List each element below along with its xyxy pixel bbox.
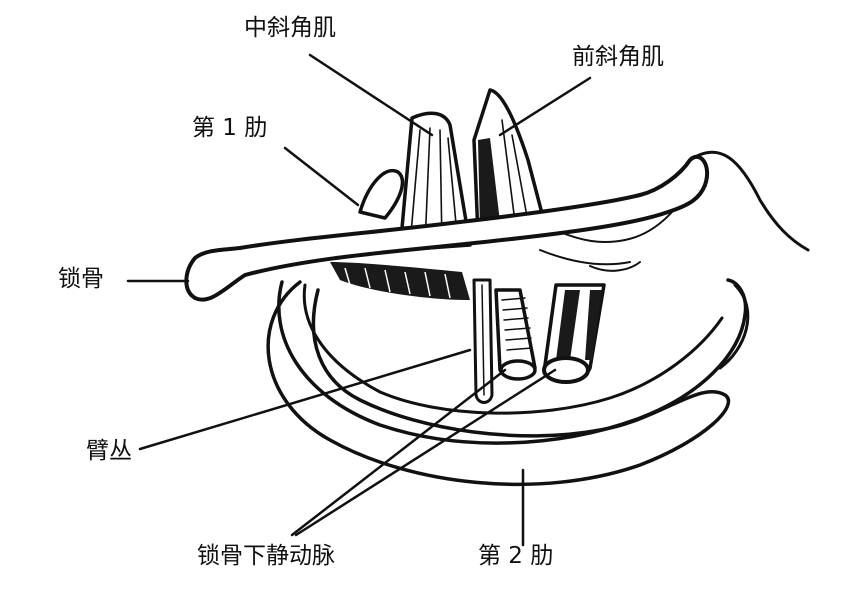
first-rib bbox=[277, 168, 748, 445]
label-anterior-scalene: 前斜角肌 bbox=[572, 44, 664, 70]
label-subclavian-vessels: 锁骨下静动脉 bbox=[197, 543, 335, 569]
leader-subclavian-artery bbox=[294, 368, 557, 537]
label-clavicle: 锁骨 bbox=[58, 266, 104, 292]
brachial-plexus-cord bbox=[472, 278, 494, 404]
label-first-rib: 第 1 肋 bbox=[192, 115, 268, 141]
middle-scalene bbox=[398, 111, 472, 252]
leader-lines bbox=[126, 53, 592, 547]
subclavian-vein bbox=[494, 288, 537, 381]
leader-subclavian-vein bbox=[290, 368, 507, 537]
anterior-scalene bbox=[472, 88, 547, 237]
clavicle bbox=[184, 150, 810, 302]
leader-first-rib bbox=[283, 146, 360, 207]
leader-anterior-scalene bbox=[498, 76, 592, 137]
subclavian-artery bbox=[542, 283, 606, 384]
label-brachial-plexus: 臂丛 bbox=[86, 438, 132, 464]
leader-brachial-plexus bbox=[138, 348, 472, 451]
label-middle-scalene: 中斜角肌 bbox=[244, 15, 336, 41]
brachial-plexus-band bbox=[330, 262, 470, 300]
leader-middle-scalene bbox=[308, 53, 434, 137]
label-second-rib: 第 2 肋 bbox=[478, 543, 554, 569]
